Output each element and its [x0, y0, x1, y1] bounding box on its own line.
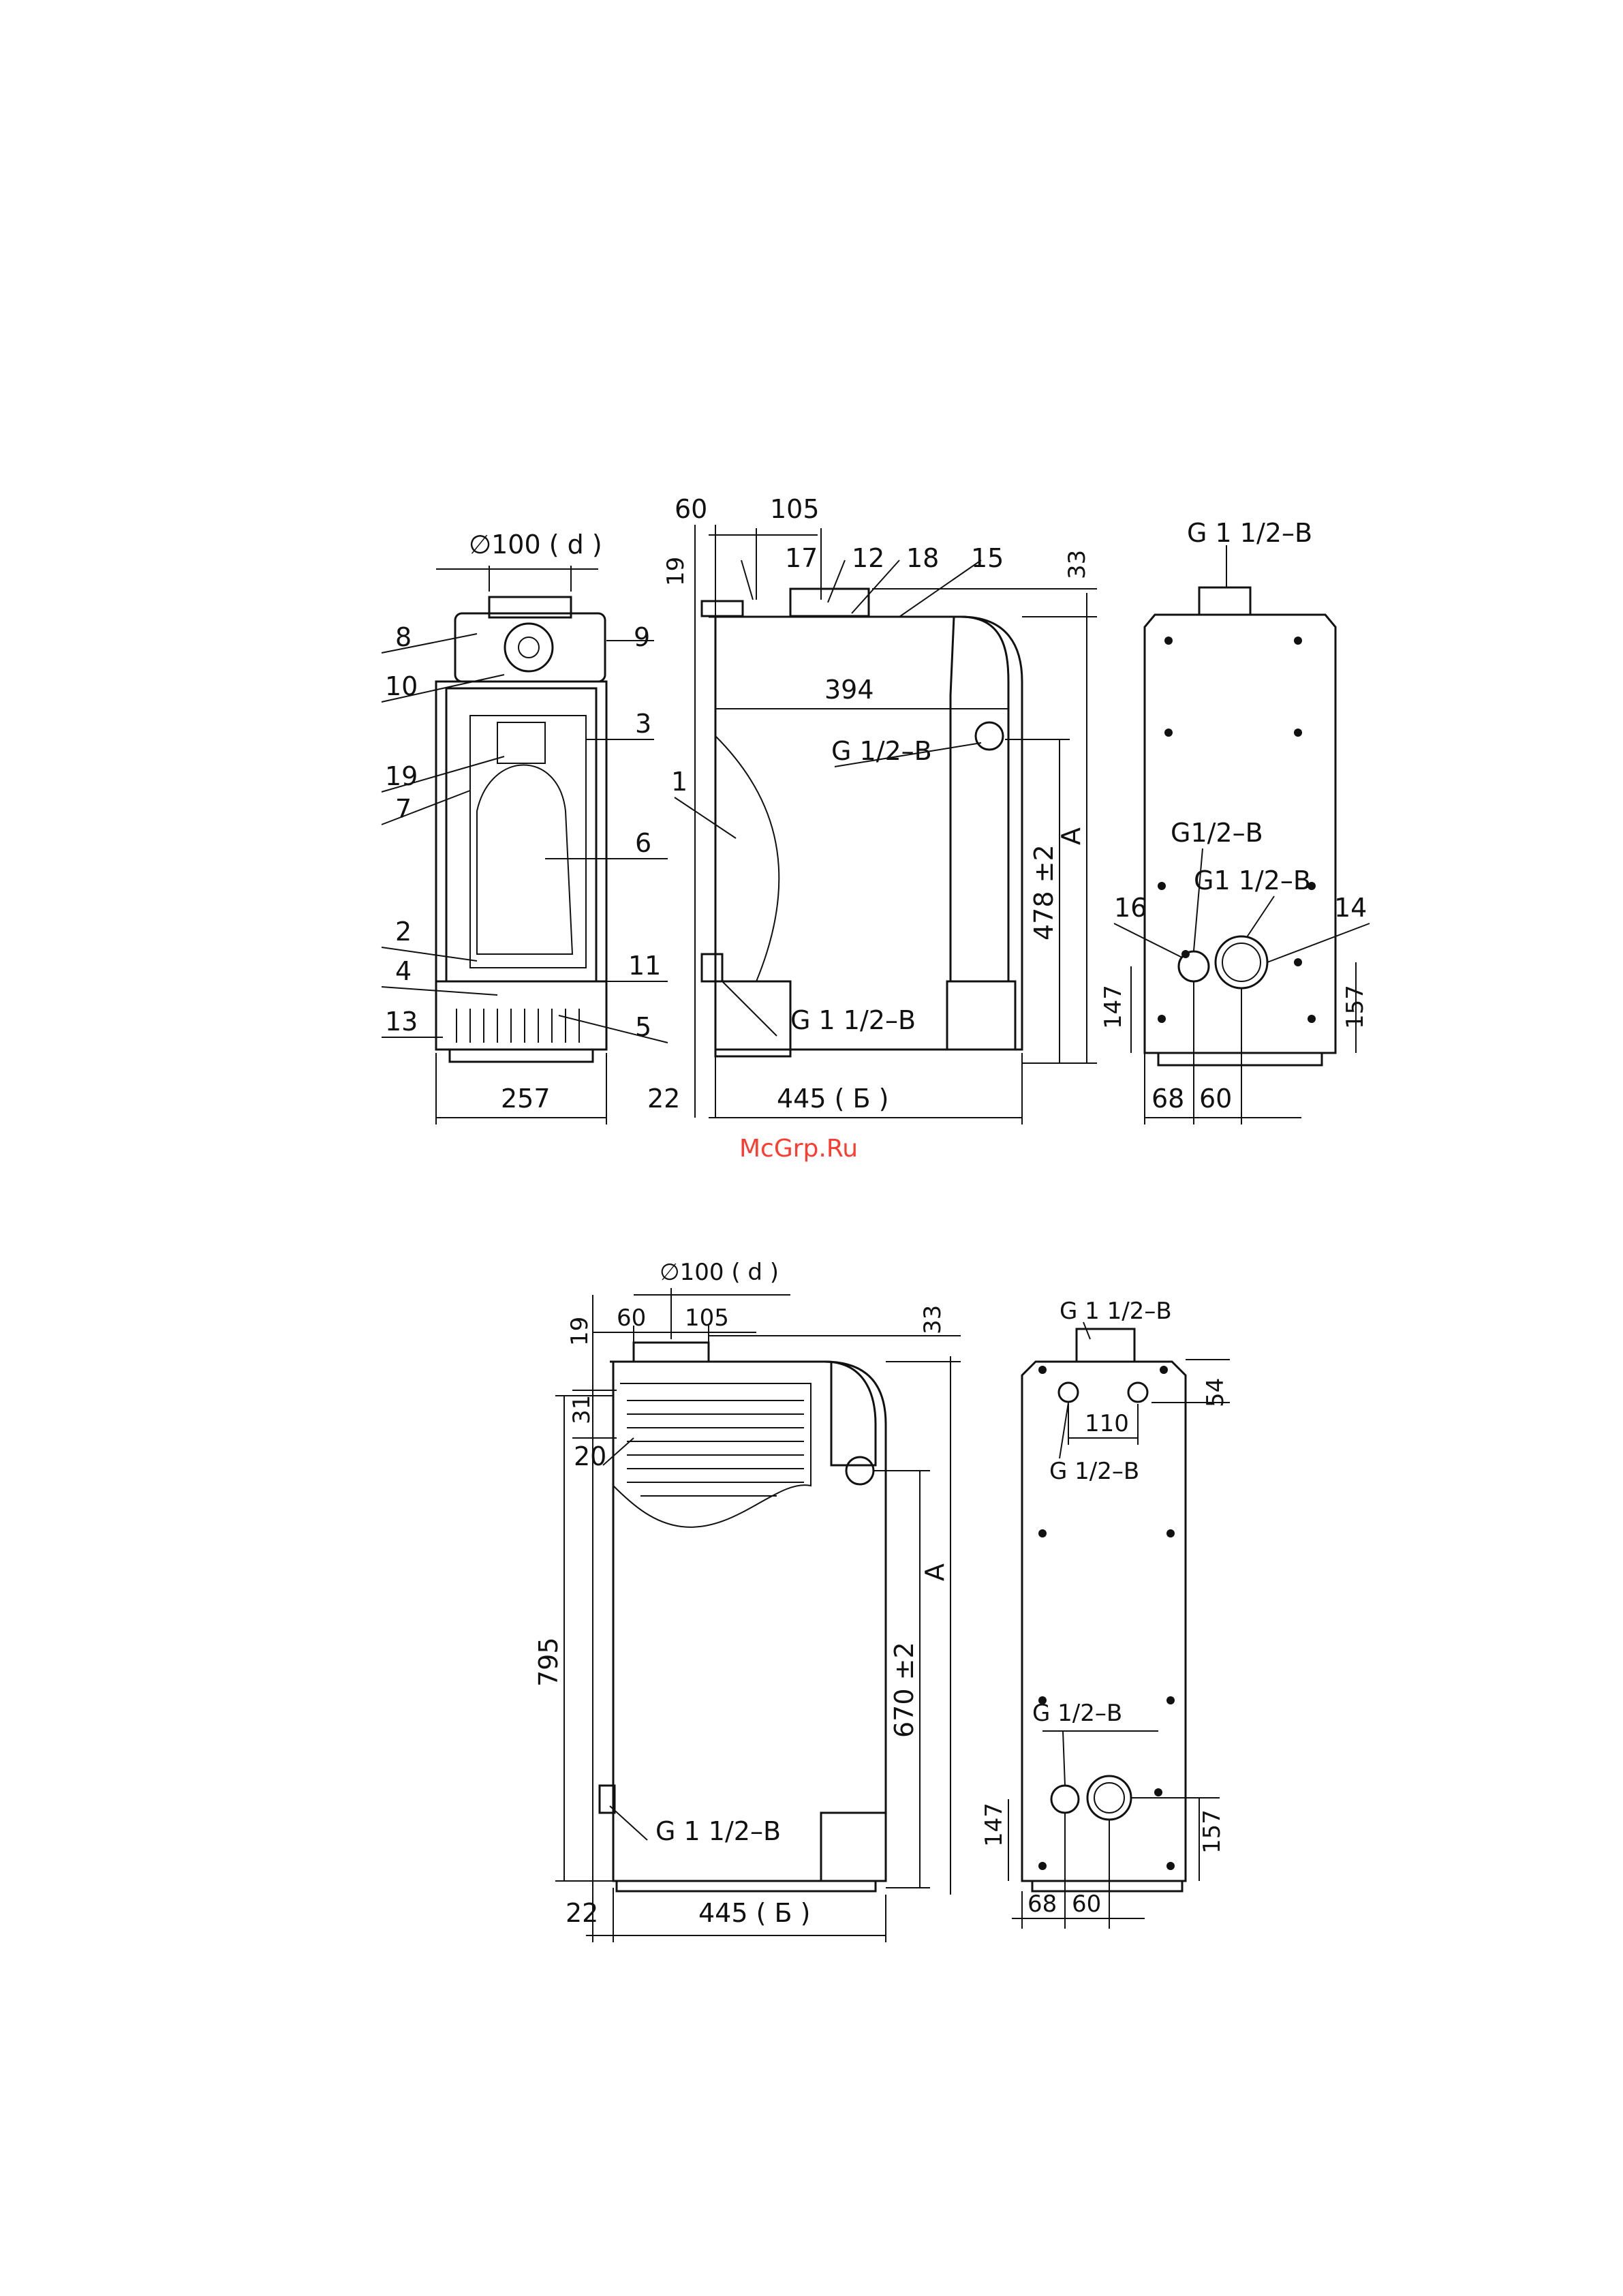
- top-rear-157-dim: 157: [1342, 985, 1369, 1029]
- bottom-rear-54-dim: 54: [1202, 1378, 1229, 1407]
- top-side-19-dim: 19: [662, 557, 690, 586]
- bottom-rear-157-dim: 157: [1199, 1809, 1226, 1854]
- top-rear-view: G 1 1/2–B G1/2–B G1 1/2–B 16 14 68 60 14…: [1100, 518, 1370, 1124]
- callout-3: 3: [635, 709, 651, 739]
- bottom-side-33-dim: 33: [919, 1305, 946, 1334]
- callout-8: 8: [395, 622, 412, 652]
- top-front-view: ∅100 ( d ) 257 8 10 19 7 2 4 13 9 3 6 11…: [382, 530, 668, 1124]
- callout-6: 6: [635, 828, 651, 858]
- top-side-depth-dim: 445 ( Б ): [777, 1084, 889, 1114]
- callout-11: 11: [628, 951, 661, 981]
- top-side-A-dim: A: [1056, 827, 1086, 845]
- bottom-rear-g12-top: G 1/2–B: [1049, 1458, 1139, 1485]
- bottom-rear-g12-bottom: G 1/2–B: [1032, 1700, 1122, 1727]
- bottom-rear-view: G 1 1/2–B 54 110 G 1/2–B G 1/2–B 147 157…: [980, 1298, 1230, 1929]
- top-side-22-dim: 22: [647, 1084, 680, 1114]
- top-rear-g112-top: G 1 1/2–B: [1187, 518, 1312, 548]
- bottom-side-view: 22 445 ( Б ) ∅100 ( d ) 60 105 19 33 795…: [534, 1259, 961, 1942]
- bottom-side-depth-dim: 445 ( Б ): [698, 1898, 811, 1928]
- callout-19: 19: [385, 761, 418, 791]
- bottom-rear-g112-top: G 1 1/2–B: [1060, 1298, 1172, 1325]
- top-side-view: 445 ( Б ) 22 394 60 105 19 33 478 ±2 A G…: [647, 494, 1097, 1124]
- callout-2: 2: [395, 917, 412, 947]
- bottom-rear-147-dim: 147: [980, 1803, 1008, 1847]
- callout-7: 7: [395, 794, 412, 824]
- bottom-side-A-dim: A: [920, 1563, 950, 1581]
- bottom-side-60-dim: 60: [617, 1304, 646, 1332]
- callout-15: 14: [1334, 893, 1367, 923]
- top-rear-60-dim: 60: [1199, 1084, 1232, 1114]
- top-side-33-dim: 33: [1064, 550, 1091, 579]
- callout-5: 5: [635, 1012, 651, 1042]
- callout-17: 18: [906, 543, 939, 573]
- bottom-rear-110-dim: 110: [1085, 1410, 1129, 1437]
- bottom-side-flue-dim: ∅100 ( d ): [660, 1259, 779, 1286]
- bottom-side-670-dim: 670 ±2: [889, 1642, 919, 1738]
- callout-10: 10: [385, 671, 418, 701]
- callout-20: 20: [574, 1441, 606, 1471]
- bottom-side-22-dim: 22: [566, 1898, 598, 1928]
- top-side-g12-label: G 1/2–B: [831, 736, 932, 766]
- callout-14: 12: [852, 543, 884, 573]
- top-front-width-dim: 257: [501, 1084, 551, 1114]
- top-rear-68-dim: 68: [1151, 1084, 1184, 1114]
- callout-18: 16: [1114, 893, 1147, 923]
- top-side-394-dim: 394: [824, 675, 874, 705]
- top-rear-g112-label: G1 1/2–B: [1194, 866, 1311, 896]
- bottom-side-795-dim: 795: [534, 1637, 563, 1687]
- bottom-rear-68-dim: 68: [1027, 1891, 1057, 1918]
- top-side-105-dim: 105: [770, 494, 820, 524]
- callout-4: 4: [395, 956, 412, 986]
- top-side-g112-label: G 1 1/2–B: [790, 1005, 916, 1035]
- callout-9: 9: [634, 622, 650, 652]
- watermark: McGrp.Ru: [739, 1135, 858, 1163]
- bottom-side-g112-label: G 1 1/2–B: [655, 1816, 781, 1846]
- callout-1: 1: [671, 767, 687, 797]
- top-rear-g12-label: G1/2–B: [1171, 818, 1263, 848]
- bottom-side-105-dim: 105: [685, 1304, 729, 1332]
- callout-12: 15: [971, 543, 1004, 573]
- top-side-height-dim: 478 ±2: [1029, 844, 1059, 940]
- bottom-rear-60-dim: 60: [1072, 1891, 1101, 1918]
- callout-16: 17: [785, 543, 818, 573]
- bottom-side-31-dim: 31: [568, 1395, 596, 1424]
- bottom-side-19-dim: 19: [566, 1317, 593, 1346]
- top-side-60-dim: 60: [675, 494, 707, 524]
- top-front-flue-dim: ∅100 ( d ): [469, 530, 602, 560]
- callout-13: 13: [385, 1007, 418, 1037]
- top-rear-147-dim: 147: [1100, 985, 1127, 1029]
